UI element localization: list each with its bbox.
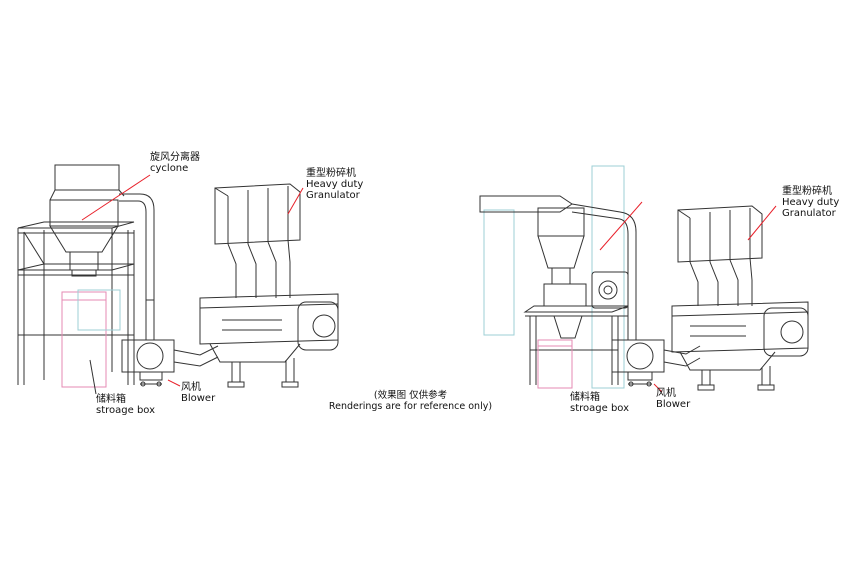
reference-caption: (效果图 仅供参考 Renderings are for reference o… <box>328 390 493 412</box>
left-granulator-label: 重型粉碎机 Heavy duty Granulator <box>306 168 363 201</box>
left-granulator <box>199 183 339 388</box>
left-granulator-label-cn: 重型粉碎机 <box>306 168 356 179</box>
right-ghost-columns <box>483 165 625 389</box>
left-leader-lines <box>81 174 304 387</box>
right-storage-box-label-cn: 储料箱 <box>570 392 600 403</box>
right-granulator <box>671 205 809 391</box>
left-blower-label-cn: 风机 <box>181 382 201 393</box>
right-setup <box>479 165 809 393</box>
right-storage-box <box>537 339 573 389</box>
right-granulator-label: 重型粉碎机 Heavy duty Granulator <box>782 186 839 219</box>
left-cyclone-label-cn: 旋风分离器 <box>150 152 200 163</box>
left-cyclone-stand <box>17 221 135 385</box>
left-storage-box-label-cn: 储料箱 <box>96 394 126 405</box>
right-granulator-label-en2: Granulator <box>782 208 836 219</box>
left-blower-label-en: Blower <box>181 393 216 404</box>
left-storage-box-label: 储料箱 stroage box <box>96 394 155 416</box>
left-storage-box <box>61 291 107 388</box>
reference-caption-cn: (效果图 仅供参考 <box>373 390 448 401</box>
left-cyclone-label: 旋风分离器 cyclone <box>150 152 200 174</box>
right-motor <box>591 271 629 309</box>
left-storage-box-label-en: stroage box <box>96 405 156 416</box>
right-storage-box-label-en: stroage box <box>570 403 630 414</box>
left-granulator-label-en1: Heavy duty <box>306 179 364 190</box>
right-granulator-label-cn: 重型粉碎机 <box>782 186 832 197</box>
left-setup <box>17 164 339 395</box>
reference-caption-en: Renderings are for reference only) <box>328 401 493 412</box>
left-blower-label: 风机 Blower <box>181 382 215 404</box>
right-leader-lines <box>599 201 777 393</box>
left-cyclone-label-en: cyclone <box>150 163 189 174</box>
left-cyclone <box>49 164 155 301</box>
left-blower <box>121 300 219 387</box>
left-granulator-label-en2: Granulator <box>306 190 360 201</box>
right-cyclone <box>537 207 587 307</box>
right-blower <box>611 339 701 387</box>
right-storage-box-label: 储料箱 stroage box <box>570 392 629 414</box>
right-blower-label-cn: 风机 <box>656 388 676 399</box>
right-granulator-label-en1: Heavy duty <box>782 197 840 208</box>
right-blower-label-en: Blower <box>656 399 691 410</box>
right-blower-label: 风机 Blower <box>656 388 690 410</box>
